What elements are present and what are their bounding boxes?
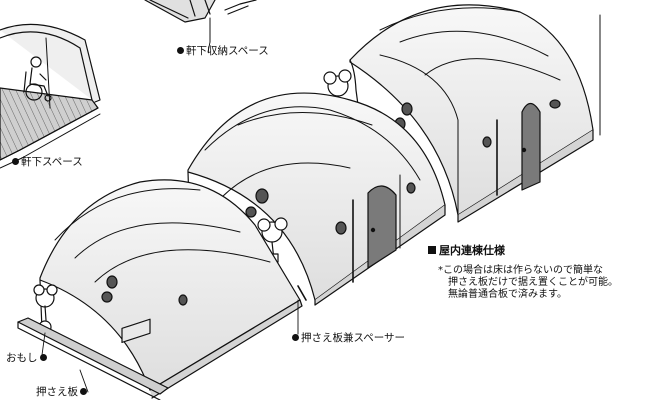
vault-left-eave [0,23,101,169]
label-press-board: 押さえ板 [36,386,89,399]
wheelchair-figure [23,56,52,102]
potted-plant-front [33,284,58,334]
label-text: 押さえ板兼スペーサー [301,332,406,344]
bullet-dot [12,158,19,165]
label-text: おもし [6,352,38,364]
indoor-note: *この場合は床は作らないので簡単な 押さえ板だけで据え置くことが可能。 無論普通… [438,265,618,301]
vault-middle [187,92,446,306]
label-text: 押さえ板 [36,386,78,398]
label-eave-space: 軒下スペース [12,156,83,169]
indoor-heading: 屋内連棟仕様 [428,244,505,257]
note-line: *この場合は床は作らないので簡単な [438,265,603,276]
bullet-dot [177,47,184,54]
eave-storage-shelf [144,0,257,43]
press-board-base [17,317,169,400]
label-weight: おもし [6,352,49,365]
bullet-dot [80,388,87,395]
bullet-dot [39,354,47,361]
leader-lines [41,41,299,393]
note-line: 無論普通合板で済みます。 [448,289,567,300]
label-text: 軒下スペース [21,156,83,168]
vault-back [323,4,601,223]
bullet-square [428,246,436,254]
label-text: 軒下収納スペース [186,45,269,57]
label-eave-storage: 軒下収納スペース [177,45,269,58]
note-line: 押さえ板だけで据え置くことが可能。 [448,277,618,288]
heading-text: 屋内連棟仕様 [439,244,505,257]
bullet-dot [292,334,299,341]
vault-front [33,179,303,399]
label-spacer: 押さえ板兼スペーサー [292,332,405,345]
